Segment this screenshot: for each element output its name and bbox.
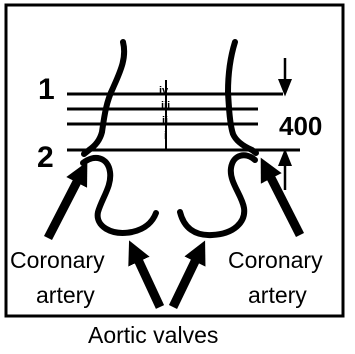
right-coronary-arrow bbox=[266, 168, 300, 235]
right-valve-arrow bbox=[173, 251, 200, 307]
left-aortic-wall bbox=[84, 42, 124, 154]
coronary-artery-right-line1: Coronary bbox=[228, 247, 323, 273]
coronary-artery-left-line2: artery bbox=[36, 282, 95, 308]
level-1-label: 1 bbox=[38, 73, 55, 106]
left-coronary-arrow bbox=[48, 172, 82, 238]
left-valve-cusp bbox=[83, 158, 156, 233]
right-aortic-wall bbox=[228, 42, 256, 153]
aortic-valves-caption: Aortic valves bbox=[88, 322, 218, 348]
distance-label: 400 bbox=[279, 111, 322, 141]
right-valve-cusp bbox=[180, 155, 255, 235]
left-valve-arrow bbox=[134, 251, 160, 307]
coronary-artery-left-line1: Coronary bbox=[10, 247, 105, 273]
level-ii-label: ii bbox=[162, 115, 168, 127]
level-i-label: i bbox=[164, 130, 167, 142]
coronary-artery-right-line2: artery bbox=[248, 282, 307, 308]
level-2-label: 2 bbox=[37, 141, 54, 174]
level-iv-label: iv bbox=[159, 85, 169, 97]
level-iii-label: iii bbox=[161, 100, 170, 112]
